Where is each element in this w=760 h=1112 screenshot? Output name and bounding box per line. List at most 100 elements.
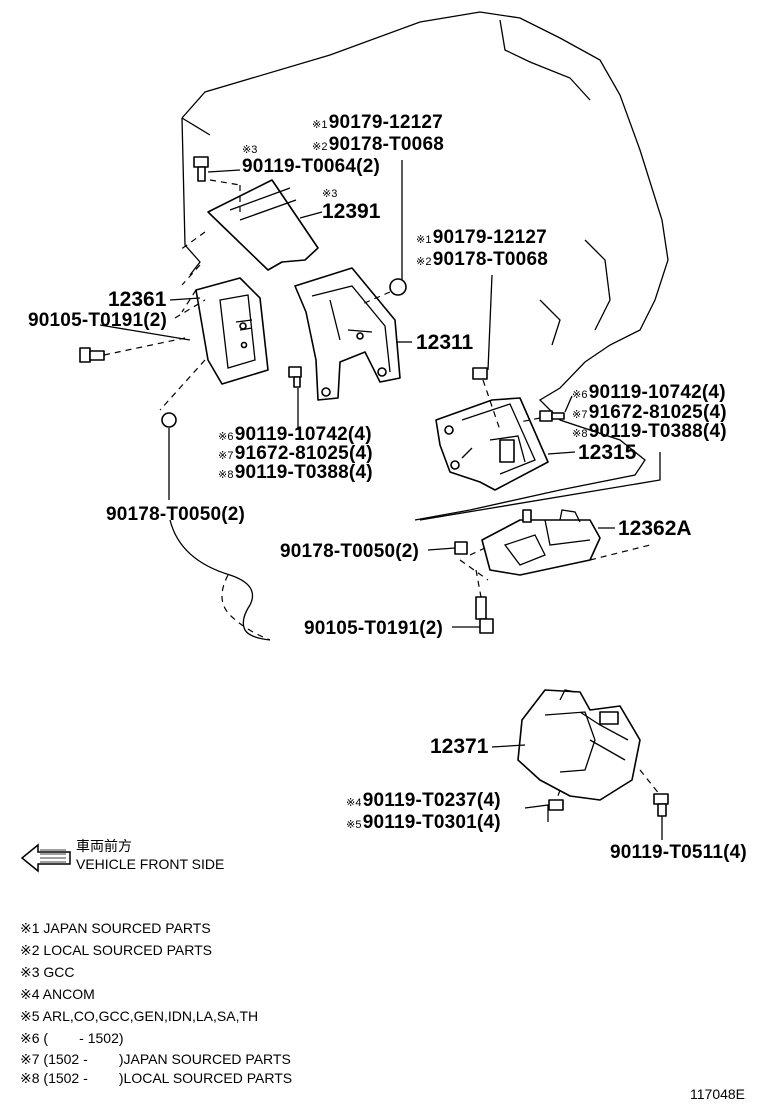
footnote-6: ※6 ( - 1502): [20, 1030, 124, 1046]
note-mark: ※2: [416, 256, 432, 268]
note-mark: ※5: [346, 819, 362, 831]
callout-90178-T0050-right: 90178-T0050(2): [280, 541, 419, 563]
part-number: 91672-81025(4): [588, 402, 727, 423]
leader-12315-bracket: [419, 452, 661, 521]
part-number: 91672-81025(4): [234, 443, 373, 464]
part-number: 12311: [416, 331, 474, 354]
bolt-90119-T0064: [193, 156, 209, 182]
bolt-90105-T0191-lower: [475, 596, 494, 634]
callout-90179-12127-top: ※190179-12127: [312, 112, 443, 134]
part-number: 90119-T0237(4): [362, 790, 501, 811]
footnote-8: ※8 (1502 - )LOCAL SOURCED PARTS: [20, 1070, 293, 1086]
bolt-90119-T0511: [653, 793, 669, 817]
note-mark: ※7: [218, 450, 234, 462]
mount-12371: [517, 689, 641, 801]
callout-90119-T0388-right: ※890119-T0388(4): [572, 421, 727, 443]
part-number: 12391: [322, 200, 381, 223]
part-number: 90178-T0050(2): [280, 541, 420, 562]
callout-12362A: 12362A: [618, 517, 692, 541]
callout-12371: 12371: [430, 735, 488, 759]
part-number: 90119-10742(4): [588, 382, 726, 403]
callout-90119-10742-left: ※690119-10742(4): [218, 424, 372, 446]
callout-12361: 12361: [108, 288, 166, 312]
callout-90119-T0064: ※3 90119-T0064(2): [242, 144, 380, 178]
leader-90119-T0064: [207, 169, 241, 173]
callout-90178-T0068-right: ※290178-T0068: [416, 249, 548, 271]
note-mark: ※6: [572, 389, 588, 401]
nut-90178-T0068-upper: [389, 278, 407, 296]
callout-12391: ※3 12391: [322, 188, 380, 224]
note-mark: ※1: [416, 234, 432, 246]
note-mark: ※8: [218, 469, 234, 481]
heat-shield-12391: [207, 179, 319, 271]
nut-90178-T0050-right: [454, 541, 468, 555]
mount-12361: [195, 277, 269, 385]
callout-90178-T0068-top: ※290178-T0068: [312, 134, 444, 156]
callout-12311: 12311: [416, 331, 473, 355]
callout-90119-10742-right: ※690119-10742(4): [572, 382, 726, 404]
callout-12315: 12315: [578, 441, 636, 465]
note-mark: ※6: [218, 431, 234, 443]
engine-lower-dash: [221, 574, 271, 641]
note-mark: ※4: [346, 797, 362, 809]
footnote-2: ※2 LOCAL SOURCED PARTS: [20, 942, 212, 958]
note-mark: ※1: [312, 119, 328, 131]
part-number: 12371: [430, 735, 489, 758]
bolt-90119-10742-right: [539, 410, 565, 422]
leader-12391: [299, 211, 323, 219]
callout-90119-T0301: ※590119-T0301(4): [346, 812, 501, 834]
callout-90178-T0050-left: 90178-T0050(2): [106, 504, 245, 526]
note-mark: ※8: [572, 428, 588, 440]
direction-label-en: VEHICLE FRONT SIDE: [76, 856, 225, 872]
leader-12315: [547, 451, 576, 455]
callout-91672-81025-right: ※791672-81025(4): [572, 402, 727, 424]
nut-90178-T0050-left: [161, 412, 177, 428]
part-number: 90119-10742(4): [234, 424, 372, 445]
part-number: 90178-T0050(2): [106, 504, 246, 525]
part-number: 90119-T0511(4): [610, 842, 747, 863]
part-number: 90105-T0191(2): [304, 618, 444, 639]
callout-90119-T0388-left: ※890119-T0388(4): [218, 462, 373, 484]
footnote-5: ※5 ARL,CO,GCC,GEN,IDN,LA,SA,TH: [20, 1008, 259, 1024]
part-number: 12315: [578, 441, 637, 464]
footnote-4: ※4 ANCOM: [20, 986, 95, 1002]
leader-12361: [169, 297, 201, 301]
leader-90119-T0237: [524, 804, 549, 822]
bracket-12311: [294, 267, 401, 401]
bolt-90105-T0191-left: [79, 347, 105, 363]
note-mark: ※3: [242, 144, 258, 156]
callout-90119-T0237: ※490119-T0237(4): [346, 790, 501, 812]
part-number: 90179-12127: [432, 227, 547, 248]
part-number: 90119-T0064(2): [242, 156, 381, 177]
engine-outline: [181, 11, 669, 521]
vehicle-front-arrow-icon: [20, 843, 71, 873]
part-number: 90119-T0388(4): [588, 421, 727, 442]
part-number: 12362A: [618, 517, 692, 540]
note-mark: ※3: [322, 188, 338, 200]
part-number: 90119-T0388(4): [234, 462, 373, 483]
callout-90179-12127-right: ※190179-12127: [416, 227, 547, 249]
callout-90105-T0191-left: 90105-T0191(2): [28, 310, 167, 332]
part-number: 90119-T0301(4): [362, 812, 501, 833]
callout-90119-T0511: 90119-T0511(4): [610, 842, 747, 864]
leader-90179-right: [487, 274, 493, 371]
engine-lower-curve: [169, 519, 271, 641]
footnote-1: ※1 JAPAN SOURCED PARTS: [20, 920, 211, 936]
callout-91672-81025-left: ※791672-81025(4): [218, 443, 373, 465]
part-number: 90105-T0191(2): [28, 310, 168, 331]
leader-90105-left: [99, 324, 191, 341]
note-mark: ※7: [572, 409, 588, 421]
footnote-3: ※3 GCC: [20, 964, 75, 980]
figure-id: 117048E: [690, 1086, 746, 1102]
bolt-90119-T0237: [548, 799, 564, 811]
bolt-90119-10742-left: [288, 366, 302, 388]
part-number: 90178-T0068: [328, 134, 444, 155]
nut-90178-T0068-right: [472, 367, 488, 380]
callout-90105-T0191-lower: 90105-T0191(2): [304, 618, 443, 640]
footnote-7: ※7 (1502 - )JAPAN SOURCED PARTS: [20, 1051, 291, 1067]
part-number: 90178-T0068: [432, 249, 548, 270]
part-number: 12361: [108, 288, 167, 311]
engine-outline-inner: [499, 19, 611, 346]
leader-90178-T0050-right: [427, 547, 456, 551]
